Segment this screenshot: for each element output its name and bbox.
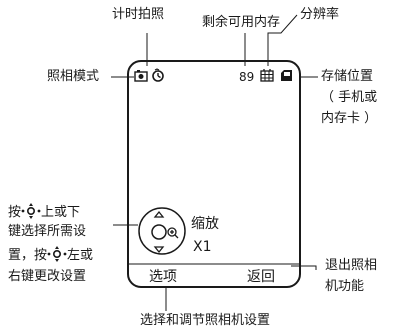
remaining-shots-count: 89 bbox=[239, 70, 255, 84]
options-softkey[interactable]: 选项 bbox=[149, 269, 177, 285]
resolution-leader bbox=[267, 14, 298, 66]
resolution-label: 分辨率 bbox=[300, 7, 340, 22]
camera-viewfinder-screen: 89 缩放 X1 选项 返回 bbox=[127, 60, 301, 288]
nav-instruction-line-3: 置，按 左或 bbox=[8, 246, 94, 263]
nav-instruction-line-2: 键选择所需设 bbox=[8, 224, 87, 239]
zoom-value: X1 bbox=[193, 239, 212, 255]
nav-key-icon bbox=[47, 246, 67, 262]
timer-icon[interactable] bbox=[151, 68, 165, 82]
self-timer-label: 计时拍照 bbox=[112, 7, 165, 22]
nav-key-icon bbox=[21, 203, 41, 219]
nav-instruction-line-4: 右键更改设置 bbox=[8, 269, 87, 284]
resolution-grid-icon[interactable] bbox=[260, 69, 274, 82]
exit-camera-label: 退出照相 机功能 bbox=[325, 258, 378, 294]
back-softkey[interactable]: 返回 bbox=[247, 269, 275, 285]
camera-icon bbox=[134, 70, 148, 82]
camera-mode-label: 照相模式 bbox=[47, 69, 100, 84]
navigation-ring-icon[interactable] bbox=[136, 205, 188, 257]
storage-card-icon[interactable] bbox=[280, 69, 293, 82]
storage-location-label: 存储位置 （ 手机或 内存卡 ） bbox=[321, 69, 378, 126]
free-memory-label: 剩余可用内存 bbox=[202, 15, 281, 30]
zoom-label: 缩放 bbox=[191, 216, 219, 232]
nav-instruction-line-1: 按 上或下 bbox=[8, 203, 81, 220]
select-adjust-label: 选择和调节照相机设置 bbox=[140, 313, 271, 328]
